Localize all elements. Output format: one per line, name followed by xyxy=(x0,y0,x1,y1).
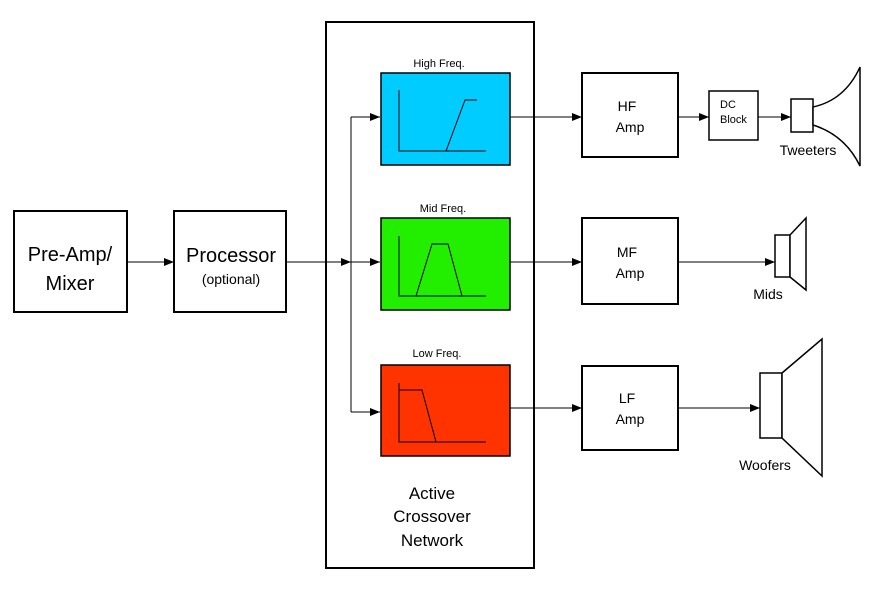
mid-speaker-icon xyxy=(774,216,807,292)
low-freq-label: Low Freq. xyxy=(413,348,462,360)
low-freq-filter-box xyxy=(380,364,511,457)
lf-amp-label-line1: LF xyxy=(619,390,635,406)
preamp-label-line2: Mixer xyxy=(46,273,95,295)
mid-freq-axes xyxy=(398,236,486,297)
high-pass-curve xyxy=(445,99,477,152)
mf-amp-label-line2: Amp xyxy=(616,265,645,281)
mid-freq-filter-box xyxy=(380,217,511,311)
processor-block: Processor (optional) xyxy=(173,210,287,313)
low-freq-filter: Low Freq. xyxy=(380,348,511,457)
mids-label: Mids xyxy=(753,286,783,302)
woofer-speaker-icon xyxy=(759,337,823,478)
dc-block-label-line1: DC xyxy=(720,99,736,111)
hf-amp-block: HF Amp xyxy=(581,72,679,158)
dc-block: DC Block xyxy=(708,90,759,141)
high-freq-filter-box xyxy=(380,72,511,166)
dc-block-label-line2: Block xyxy=(720,114,747,126)
tweeters-label: Tweeters xyxy=(780,142,837,158)
hf-amp-label-line1: HF xyxy=(618,98,637,114)
crossover-label-line1: Active xyxy=(409,484,455,503)
high-freq-filter: High Freq. xyxy=(380,58,511,166)
preamp-label-line1: Pre-Amp/ xyxy=(28,244,113,266)
band-pass-curve xyxy=(415,243,463,297)
mid-freq-label: Mid Freq. xyxy=(420,203,466,215)
tweeter-speaker-icon xyxy=(790,66,861,167)
low-freq-axes xyxy=(398,383,486,443)
mf-amp-label-line1: MF xyxy=(617,244,637,260)
low-pass-curve xyxy=(399,389,437,443)
preamp-mixer-block: Pre-Amp/ Mixer xyxy=(13,210,128,313)
high-freq-axes xyxy=(398,90,486,152)
crossover-label-line2: Crossover xyxy=(393,507,471,526)
lf-amp-block: LF Amp xyxy=(581,365,679,451)
mid-freq-filter: Mid Freq. xyxy=(380,203,511,311)
high-freq-label: High Freq. xyxy=(413,58,464,70)
processor-subtitle: (optional) xyxy=(202,271,260,287)
hf-amp-label-line2: Amp xyxy=(616,119,645,135)
lf-amp-label-line2: Amp xyxy=(616,411,645,427)
crossover-label-line3: Network xyxy=(401,531,464,550)
woofers-label: Woofers xyxy=(739,457,791,473)
processor-title: Processor xyxy=(186,245,276,267)
mf-amp-block: MF Amp xyxy=(581,217,679,305)
